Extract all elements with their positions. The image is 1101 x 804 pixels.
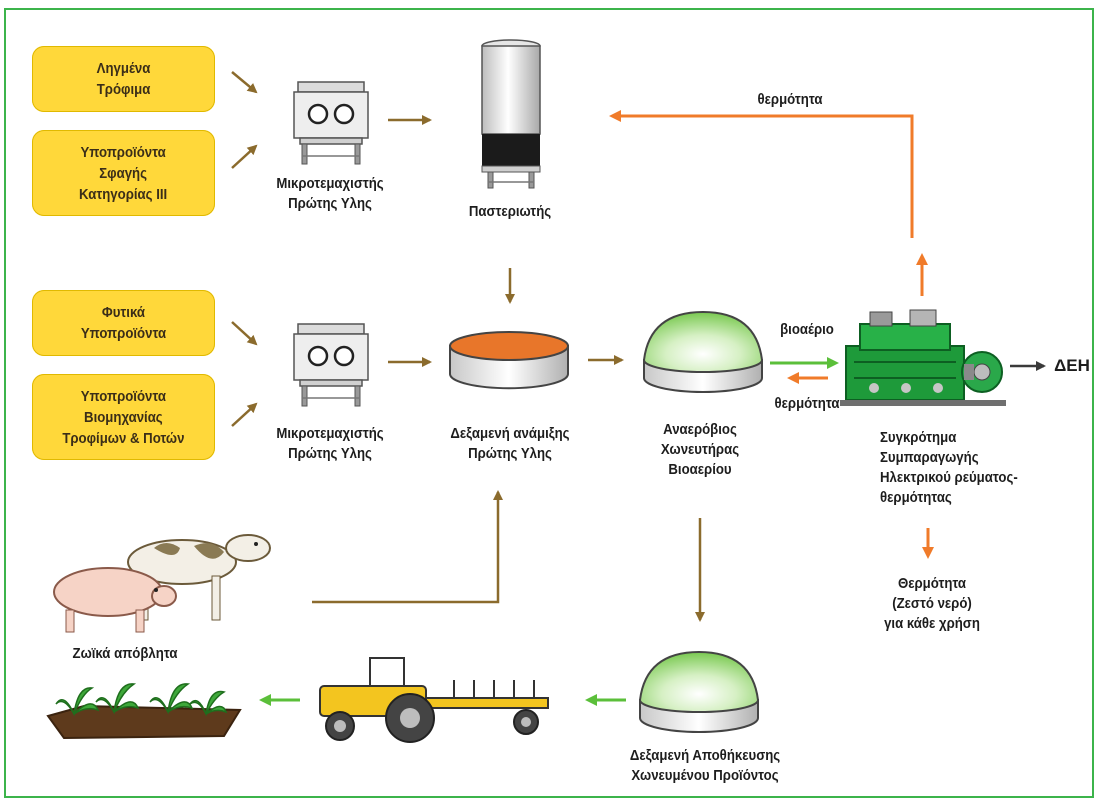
crop-field-icon (46, 683, 242, 740)
hot-water-label: Θερμότητα (Ζεστό νερό) για κάθε χρήση (884, 575, 980, 632)
arrow-food-to-shredder (231, 71, 258, 94)
pasteurizer-icon (481, 39, 541, 189)
shredder-bottom-label: Μικροτεμαχιστής Πρώτης Υλης (276, 425, 384, 462)
heat-return-label: θερμότητα (774, 395, 840, 412)
arrow-animal-to-tank (312, 490, 503, 604)
grid-label: ΔΕΗ (1054, 356, 1090, 375)
arrow-slaughter-to-shredder (231, 144, 258, 169)
heat-top-label: θερμότητα (757, 91, 823, 108)
input-box-leftover-food: Ληγμένα Τρόφιμα (32, 46, 215, 112)
pasteurizer-label: Παστεριωτής (468, 203, 552, 220)
input-label-leftover-food: Ληγμένα Τρόφιμα (96, 60, 151, 98)
arrow-heat-to-pasteurizer (609, 110, 914, 238)
mixing-tank-label: Δεξαμενή ανάμιξης Πρώτης Υλης (450, 425, 570, 462)
arrow-plant-to-shredder (231, 321, 258, 346)
shredder-top-icon (293, 81, 369, 165)
input-label-slaughter-byproducts: Υποπροϊόντα Σφαγής Κατηγορίας ΙΙΙ (79, 143, 168, 203)
input-box-plant-byproducts: Φυτικά Υποπροϊόντα (32, 290, 215, 356)
chp-engine-icon (840, 309, 1006, 406)
storage-tank-icon (638, 650, 760, 733)
chp-unit-label: Συγκρότημα Συμπαραγωγής Ηλεκτρικού ρεύμα… (880, 429, 1018, 506)
diagram-frame (4, 8, 1094, 798)
input-label-plant-byproducts: Φυτικά Υποπροϊόντα (80, 304, 167, 342)
shredder-top-label: Μικροτεμαχιστής Πρώτης Υλης (276, 175, 384, 212)
digester-icon (642, 310, 764, 393)
pig-icon (53, 567, 177, 633)
mixing-tank-icon (449, 331, 569, 390)
animal-waste-label: Ζωϊκά απόβλητα (72, 645, 178, 662)
arrow-industry-to-shredder (231, 402, 258, 427)
cow-icon (127, 534, 271, 621)
animals-icon (53, 534, 271, 633)
input-label-food-industry-byproducts: Υποπροϊόντα Βιομηχανίας Τροφίμων & Ποτών (62, 387, 185, 447)
biogas-label: βιοαέριο (780, 321, 834, 338)
input-box-slaughter-byproducts: Υποπροϊόντα Σφαγής Κατηγορίας ΙΙΙ (32, 130, 215, 216)
storage-tank-label: Δεξαμενή Αποθήκευσης Χωνευμένου Προϊόντο… (629, 747, 781, 784)
shredder-bottom-icon (293, 323, 369, 407)
tractor-icon (319, 657, 549, 743)
input-box-food-industry-byproducts: Υποπροϊόντα Βιομηχανίας Τροφίμων & Ποτών (32, 374, 215, 460)
digester-label: Αναερόβιος Χωνευτήρας Βιοαερίου (660, 421, 740, 478)
